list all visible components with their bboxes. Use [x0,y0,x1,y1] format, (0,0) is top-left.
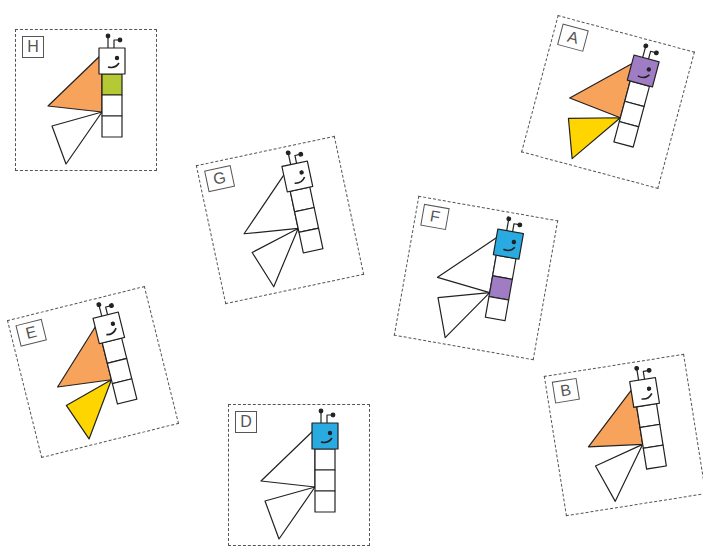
eye [647,67,651,71]
body-segment [493,255,516,279]
head [493,229,523,259]
head [627,55,659,87]
antenna-dot [647,368,651,372]
head [630,378,660,408]
eye [512,240,516,244]
antenna-dot [644,44,648,48]
antenna-dot [635,366,639,370]
card: F [394,196,559,361]
antenna [643,47,646,58]
card: E [7,286,179,458]
smile [294,177,306,184]
antenna-dot [507,217,511,221]
antenna-dot [518,223,522,227]
antenna-dot [654,51,658,55]
body-segment [315,470,335,491]
body-segment [637,404,660,428]
antenna-dot [97,302,101,306]
smile [321,438,332,443]
antenna-dot [299,152,303,156]
bug-illustration [523,16,693,186]
smile [105,328,117,335]
antenna [107,37,108,48]
card-letter: B [552,378,580,404]
body-segment [489,276,512,300]
bug-illustration [197,137,362,302]
body-segment [485,297,508,321]
antenna-dot [286,151,290,155]
wing [48,54,102,112]
card: B [544,354,703,516]
smile [108,63,119,68]
antenna-dot [319,409,323,413]
eye [115,56,118,59]
body-segment [299,228,323,253]
card-letter: H [22,36,44,58]
card-letter: E [15,319,47,347]
antenna-dot [331,413,335,417]
antenna-dot [118,38,122,42]
antenna [507,220,509,231]
eye [300,171,304,175]
wing [52,112,102,164]
wing [436,226,499,292]
card-letter: F [420,204,449,230]
eye [647,387,651,391]
eye [111,322,115,326]
head [282,161,313,192]
card: A [521,15,695,189]
wing [261,429,315,487]
card: D [228,404,370,546]
antenna [288,154,290,165]
antenna-dot [109,303,113,307]
antenna [637,369,639,380]
body-segment [102,116,122,137]
body-segment [102,95,122,116]
eye [328,431,331,434]
wing [265,487,315,539]
smile [503,245,515,251]
body-segment [614,122,639,147]
wing [559,105,621,168]
antenna-dot [106,34,110,38]
body-segment [102,74,122,95]
card-letter: A [557,24,589,52]
bug-illustration [395,197,556,358]
body-segment [112,379,136,404]
body-segment [643,445,666,469]
body-segment [315,491,335,512]
body-segment [640,424,663,448]
antenna [99,306,102,317]
head [312,423,338,449]
wing [593,444,651,503]
wing [431,284,489,344]
smile [641,393,653,399]
card-letter: G [204,165,235,192]
card-letter: D [235,411,257,433]
antenna [320,412,321,423]
card: H [15,29,157,171]
card: G [196,136,364,304]
smile [638,72,650,79]
bug-illustration [8,287,176,455]
head [93,312,125,344]
body-segment [315,449,335,470]
head [99,48,125,74]
